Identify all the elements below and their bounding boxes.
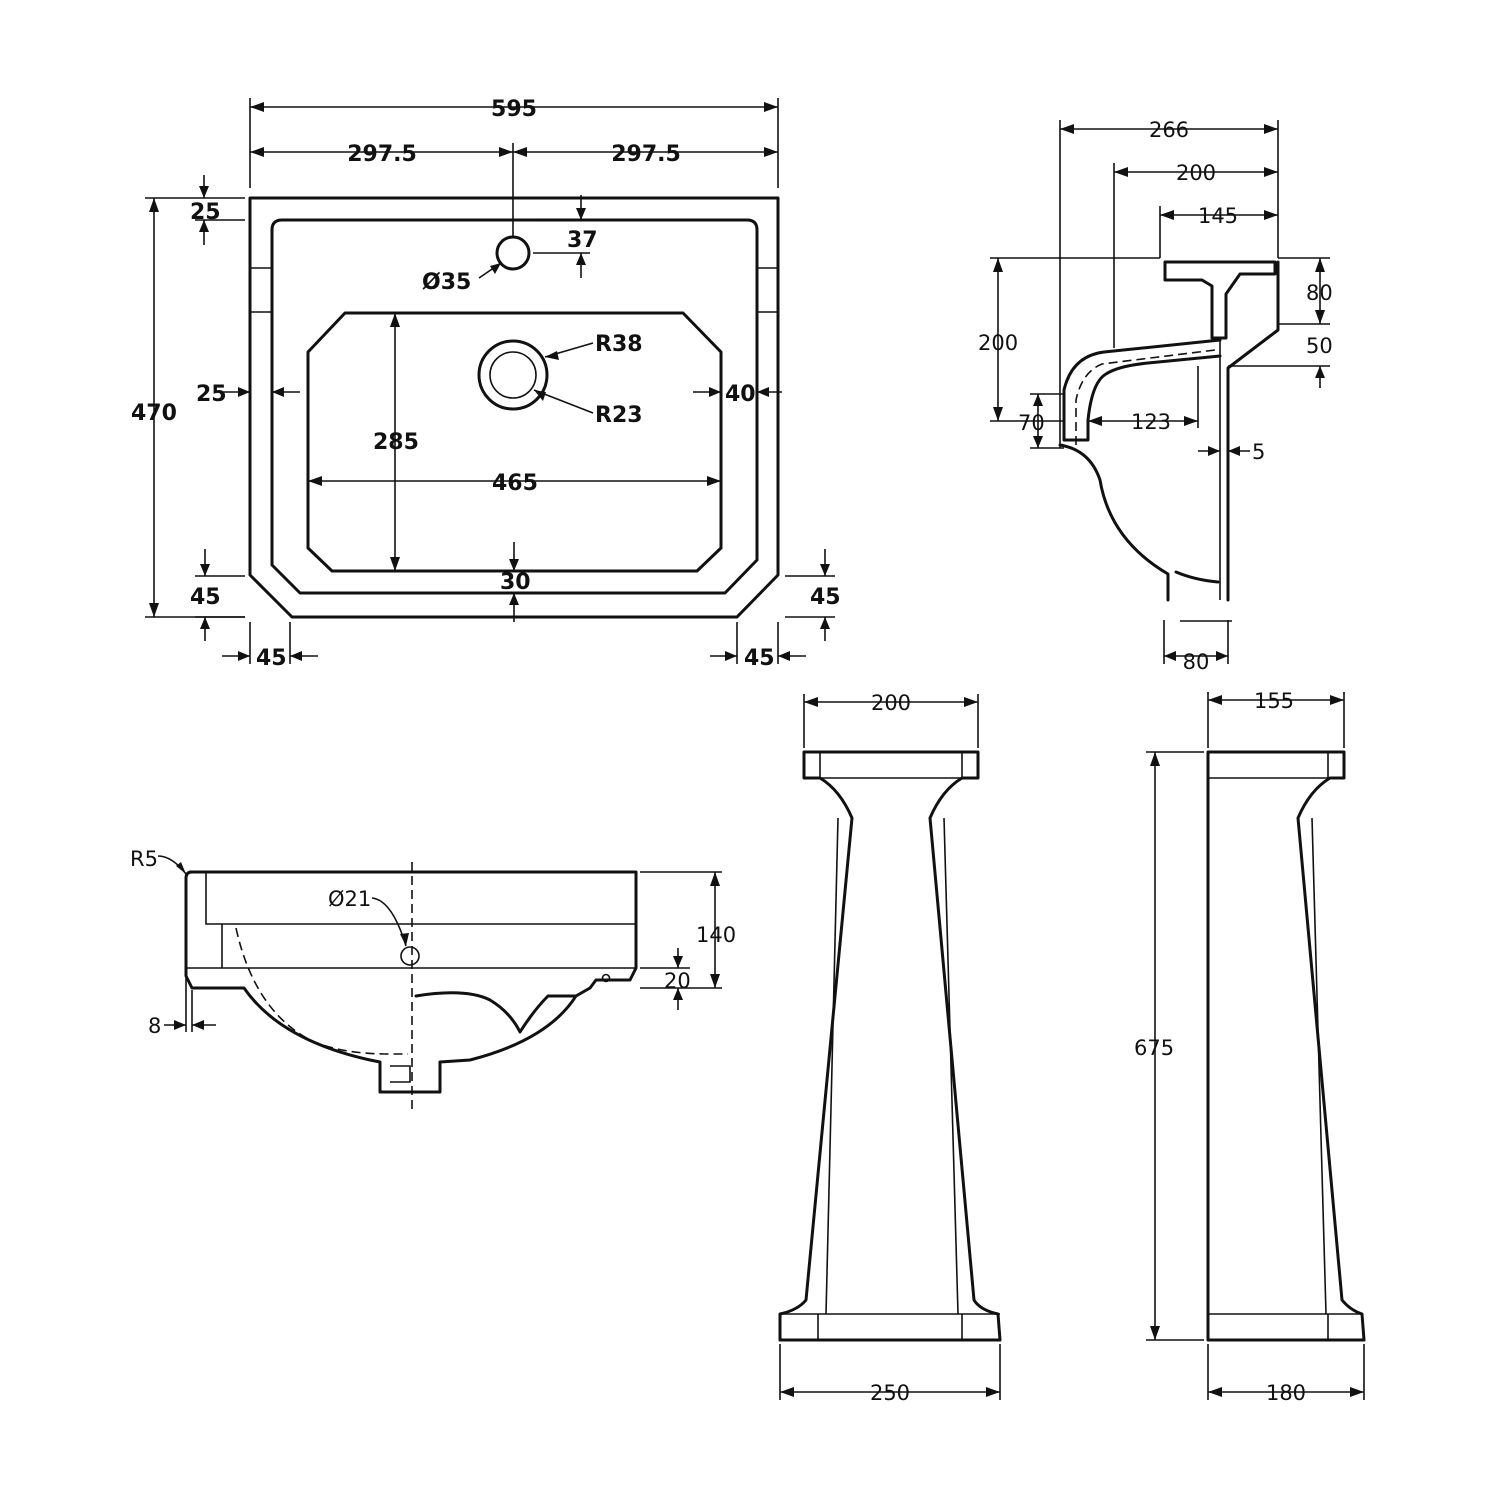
dim-front-height-140: 140 [696, 923, 736, 947]
dim-overall-width: 595 [491, 97, 537, 122]
waste-inner [489, 351, 537, 399]
front-view: R5 Ø21 140 20 8 [130, 847, 736, 1110]
dim-chamfer-width-right: 45 [744, 646, 775, 671]
waste-outer [477, 339, 549, 411]
pedestal-front-view: 200 250 [778, 691, 1002, 1405]
pedestal-side-view: 155 675 180 [1134, 689, 1366, 1405]
dim-side-rim-left: 25 [196, 382, 227, 407]
dim-section-height-70: 70 [1018, 411, 1045, 435]
top-view: 595 297.5 297.5 470 25 37 Ø35 [131, 97, 841, 671]
dim-bowl-width: 465 [492, 471, 538, 496]
dim-section-gap-5: 5 [1252, 440, 1265, 464]
right-flange [757, 267, 778, 313]
dim-section-width-123: 123 [1131, 410, 1171, 434]
dim-bowl-depth: 285 [373, 430, 419, 455]
bowl-outline [306, 311, 723, 573]
dim-tap-hole-diameter: Ø35 [422, 270, 471, 295]
basin-inner-rim [270, 218, 759, 595]
section-rim [1163, 260, 1277, 340]
dim-front-lip-8: 8 [148, 1014, 161, 1038]
front-waste-curve [414, 991, 578, 1034]
dim-front-height-20: 20 [664, 969, 691, 993]
dim-waste-inner-radius: R23 [595, 403, 643, 428]
dim-overall-depth: 470 [131, 401, 177, 426]
dim-pedestal-top-width: 200 [871, 691, 911, 715]
front-top-lip [205, 872, 636, 925]
dim-waste-outer-radius: R38 [595, 332, 643, 357]
dim-pedestal-side-base-width: 180 [1266, 1381, 1306, 1405]
left-flange [250, 267, 272, 313]
dim-chamfer-width-left: 45 [256, 646, 287, 671]
section-inner-hidden [1075, 349, 1216, 445]
dim-tap-hole-offset: 37 [567, 228, 598, 253]
small-hole [601, 973, 611, 983]
dim-pedestal-side-top-width: 155 [1254, 689, 1294, 713]
basin-outer-outline [248, 196, 780, 619]
dim-corner-radius: R5 [130, 847, 158, 871]
dim-section-height-80: 80 [1306, 281, 1333, 305]
pedestal-front-outline [778, 750, 1002, 1342]
section-bowl-lower [1058, 443, 1170, 602]
front-basin-outline [184, 870, 638, 1094]
section-back-wall [1226, 260, 1280, 602]
dim-half-width-right: 297.5 [611, 142, 681, 167]
dim-half-width-left: 297.5 [347, 142, 417, 167]
dim-front-rim: 30 [500, 570, 531, 595]
section-bowl-front [1174, 570, 1220, 584]
dim-section-overall-depth: 266 [1149, 118, 1189, 142]
dim-section-depth-145: 145 [1198, 204, 1238, 228]
dim-chamfer-depth-right: 45 [810, 585, 841, 610]
dim-section-height-200: 200 [978, 331, 1018, 355]
dim-side-rim-right: 40 [725, 382, 756, 407]
dim-section-height-50: 50 [1306, 334, 1333, 358]
front-drain [390, 1065, 411, 1083]
dim-back-rim: 25 [190, 200, 221, 225]
dim-pedestal-height: 675 [1134, 1036, 1174, 1060]
overflow-hole [400, 946, 420, 966]
front-lower-band [186, 924, 636, 969]
front-inner-bowl-hidden [235, 927, 408, 1055]
dim-chamfer-depth-left: 45 [190, 585, 221, 610]
dim-pedestal-base-width: 250 [870, 1381, 910, 1405]
side-section-view: 266 200 145 200 80 50 70 [978, 118, 1333, 674]
section-bowl [1062, 338, 1222, 442]
dim-overflow-diameter: Ø21 [328, 887, 371, 911]
pedestal-side-inner [1208, 752, 1362, 1340]
tap-hole [495, 235, 531, 271]
pedestal-side-outline [1206, 750, 1366, 1342]
pedestal-front-inner [780, 752, 1000, 1340]
dim-section-depth-200: 200 [1176, 161, 1216, 185]
dim-section-foot-80: 80 [1183, 650, 1210, 674]
